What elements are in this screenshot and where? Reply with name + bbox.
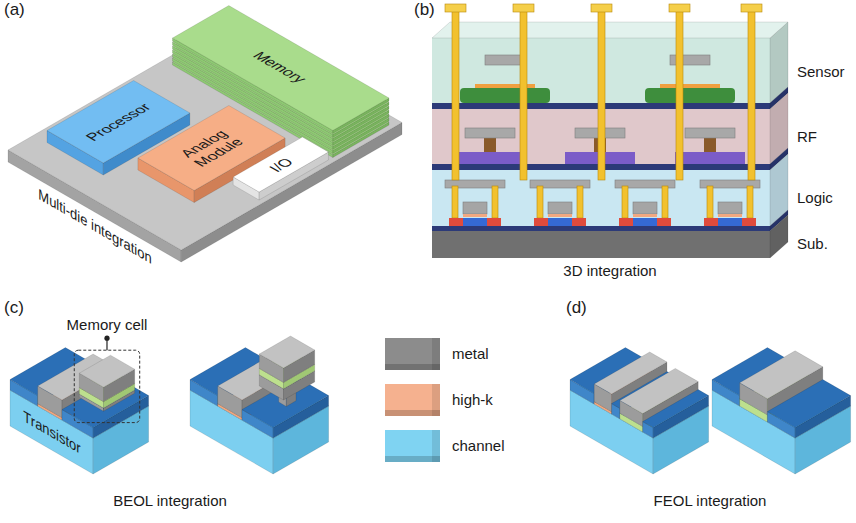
memory-cell-frame <box>74 350 139 422</box>
callout-label: Memory cell <box>67 316 148 333</box>
through-via <box>452 10 459 180</box>
node-label: Analog Module <box>167 123 254 173</box>
through-via <box>520 10 527 180</box>
high-k <box>548 214 572 217</box>
3d-stack-illustration <box>432 4 788 258</box>
gate <box>548 202 572 214</box>
substrate <box>770 215 788 258</box>
via <box>747 186 753 218</box>
via <box>452 186 458 218</box>
source-drain <box>704 218 718 226</box>
node-label: Transistor <box>23 407 80 457</box>
node-label: Multi-die integration <box>38 185 151 268</box>
memory-layer <box>173 6 390 131</box>
panel-letter: (b) <box>414 0 435 20</box>
gate <box>463 202 487 214</box>
substrate-plate: Multi-die integration MemoryProcessorAnal… <box>0 0 412 290</box>
panel-letter: (d) <box>566 298 587 318</box>
via <box>492 186 498 218</box>
via <box>707 186 713 218</box>
multi-die-illustration <box>8 6 402 263</box>
channel <box>463 218 487 226</box>
legend-entry: channel <box>385 430 515 462</box>
panel-caption: FEOL integration <box>654 492 767 509</box>
source-drain <box>657 218 671 226</box>
sensor-element <box>645 88 735 103</box>
sensor-pad <box>660 84 720 88</box>
source-drain <box>619 218 633 226</box>
legend-label: metal <box>452 345 489 362</box>
via-pad <box>591 4 612 12</box>
source-drain <box>534 218 548 226</box>
source-drain <box>487 218 501 226</box>
device-block <box>643 390 709 428</box>
panel-letter: (a) <box>4 0 25 20</box>
metal-line <box>485 55 525 65</box>
panel-caption: BEOL integration <box>113 492 227 509</box>
legend-label: channel <box>452 437 505 454</box>
sensor-element <box>460 88 550 103</box>
transistor-slab: Transistor <box>10 370 150 476</box>
layer-name: Sensor <box>797 63 845 80</box>
legend-swatch <box>385 430 440 462</box>
legend-entry: metal <box>385 338 515 370</box>
via <box>622 186 628 218</box>
leader-dot <box>104 336 109 341</box>
device-illustration <box>10 348 149 474</box>
through-via <box>598 10 605 180</box>
legend-swatch <box>385 338 440 370</box>
high-k <box>463 214 487 217</box>
via <box>537 186 543 218</box>
bonding-plane <box>432 226 770 231</box>
channel <box>633 218 657 226</box>
node-label: I/O <box>265 155 297 174</box>
legend-entry: high-k <box>385 384 515 416</box>
through-via <box>676 10 683 180</box>
via-pad <box>669 4 690 12</box>
legend-label: high-k <box>452 391 493 408</box>
gate <box>633 202 657 214</box>
via-pad <box>741 4 762 12</box>
layer-name: Logic <box>797 189 833 206</box>
via <box>662 186 668 218</box>
device-illustration <box>570 348 709 474</box>
layer-name: RF <box>797 128 817 145</box>
panel-caption: 3D integration <box>563 262 656 279</box>
device-illustration <box>190 336 329 474</box>
high-k <box>633 214 657 217</box>
metal-line <box>685 128 735 138</box>
device-block <box>767 380 850 428</box>
layer-name: Sub. <box>797 235 828 252</box>
via-pad <box>445 4 466 12</box>
metal-line <box>465 128 515 138</box>
rf-device <box>455 152 525 164</box>
via <box>577 186 583 218</box>
stack-top <box>432 22 788 38</box>
channel <box>718 218 742 226</box>
rf-device <box>675 152 745 164</box>
source-drain <box>449 218 463 226</box>
node-label: Processor <box>81 100 154 142</box>
legend-swatch <box>385 384 440 416</box>
via-pad <box>513 4 534 12</box>
io-die <box>233 137 328 192</box>
source-drain <box>572 218 586 226</box>
device-block <box>259 336 314 368</box>
device-illustration <box>712 348 851 474</box>
source-drain <box>742 218 756 226</box>
through-via <box>748 10 755 180</box>
rf-contact <box>704 138 716 152</box>
high-k <box>718 214 742 217</box>
panel-letter: (c) <box>4 298 24 318</box>
rf-contact <box>484 138 496 152</box>
channel <box>548 218 572 226</box>
device-block <box>79 355 134 387</box>
node-label: Memory <box>249 49 311 85</box>
gate <box>718 202 742 214</box>
substrate <box>432 231 770 258</box>
